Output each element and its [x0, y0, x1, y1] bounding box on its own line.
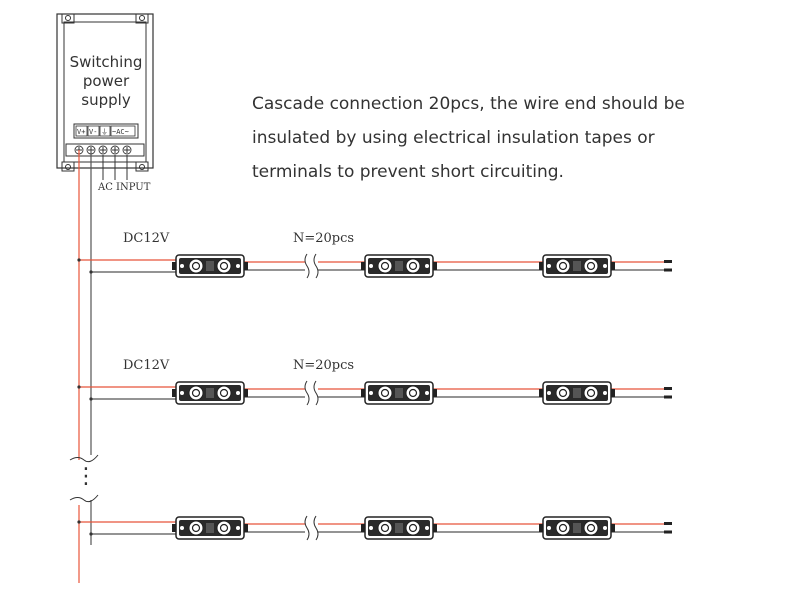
count-label: N=20pcs: [293, 358, 354, 373]
led-module: [172, 381, 248, 405]
voltage-label: DC12V: [123, 231, 170, 246]
led-module: [361, 254, 437, 278]
terminal-ground: ⏚: [101, 128, 108, 136]
led-row: DC12V N=20pcs: [77, 358, 672, 406]
led-module: [361, 381, 437, 405]
led-module: [539, 381, 615, 405]
led-row: DC12V N=20pcs: [77, 231, 672, 279]
led-module: [172, 254, 248, 278]
voltage-label: DC12V: [123, 358, 170, 373]
instruction-line-2: insulated by using electrical insulation…: [252, 128, 655, 148]
terminal-vplus: V+: [77, 128, 85, 136]
dc-bus: ⋮: [69, 150, 99, 583]
power-supply-label-3: supply: [81, 91, 131, 109]
instruction-text: Cascade connection 20pcs, the wire end s…: [252, 87, 692, 189]
led-module: [539, 516, 615, 540]
led-module: [361, 516, 437, 540]
ac-input-label: AC INPUT: [97, 182, 151, 193]
power-supply-label-1: Switching: [70, 53, 143, 71]
count-label: N=20pcs: [293, 231, 354, 246]
continuation-ellipsis: ⋮: [75, 464, 97, 489]
switching-power-supply: Switching power supply V+ V- ⏚ ~AC~: [56, 13, 154, 193]
terminal-ac: ~AC~: [112, 128, 129, 136]
terminal-vminus: V-: [89, 128, 97, 136]
power-supply-label-2: power: [83, 72, 130, 90]
instruction-line-3: terminals to prevent short circuiting.: [252, 162, 564, 182]
led-row: [77, 515, 672, 541]
led-module: [172, 516, 248, 540]
led-module: [539, 254, 615, 278]
instruction-line-1: Cascade connection 20pcs, the wire end s…: [252, 94, 685, 114]
